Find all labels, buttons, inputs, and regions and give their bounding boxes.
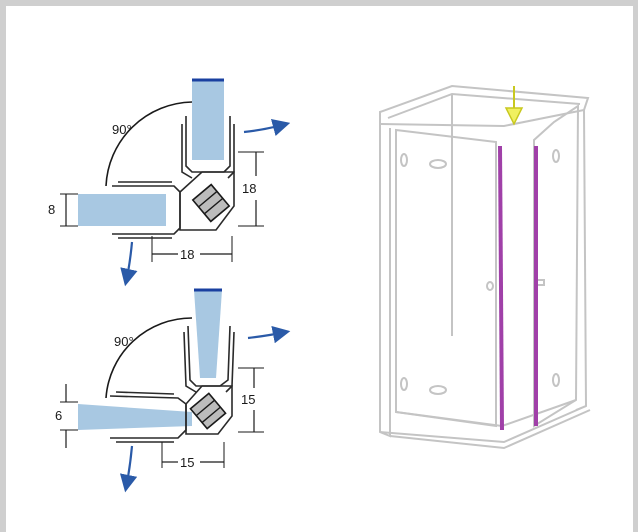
magnet-icon [189,392,227,430]
angle-arc [105,317,193,399]
door-handle [486,281,494,291]
corner-profile [185,385,233,435]
shower-enclosure [379,84,591,450]
hinge [400,377,408,391]
enclosure-top-inner [387,92,581,119]
dim-height-label-top: 18 [242,181,256,196]
hinge [552,373,560,387]
curved-arrow-icon [243,118,291,136]
enclosure-right-door [533,104,580,428]
dim-thickness-label-top: 8 [48,202,55,217]
hinge [400,153,408,167]
dim-height-label-bottom: 15 [241,392,255,407]
enclosure-left-door [395,128,497,428]
hinge [552,149,560,163]
enclosure-tray-edge [379,405,587,444]
corner-profile [179,171,235,231]
curved-arrow-icon [120,241,138,287]
down-arrow-icon [504,86,524,126]
glass-vertical [192,80,224,160]
glass-horizontal [78,194,166,226]
curved-arrow-icon [119,445,138,493]
angle-label-bottom: 90° [114,334,134,349]
curved-arrow-icon [247,325,291,344]
dim-width-label-top: 18 [180,247,194,262]
diagram-bottom: 90° 15 15 6 [55,288,291,493]
enclosure-tray-base [389,409,591,450]
enclosure-left-post [379,124,391,438]
diagram-top: 90° 18 18 [48,78,291,287]
dim-width-label-bottom: 15 [180,455,194,470]
hinge [429,385,447,395]
glass-horizontal [78,404,192,430]
hinge [429,159,447,169]
seal-highlight [498,145,504,431]
angle-arc [105,101,193,187]
magnet-icon [191,183,231,223]
glass-vertical [194,290,222,378]
angle-label-top: 90° [112,122,132,137]
technical-illustration: 90° 18 18 [48,78,591,493]
dim-thickness-label-bottom: 6 [55,408,62,423]
